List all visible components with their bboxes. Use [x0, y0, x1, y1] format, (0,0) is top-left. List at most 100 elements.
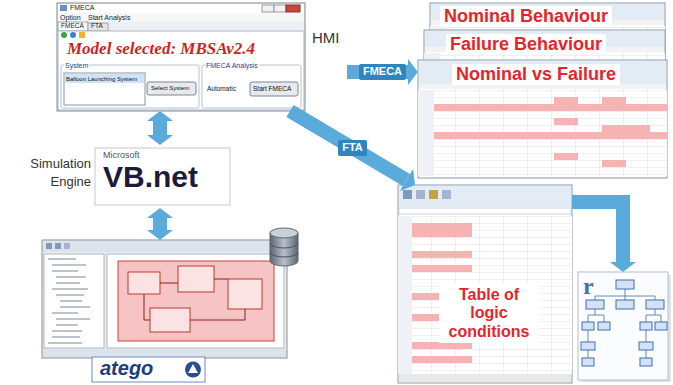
toolbar-icon — [64, 243, 70, 249]
picture-frame — [578, 272, 668, 380]
group-box — [202, 65, 301, 108]
tool-logo: atego — [100, 358, 153, 378]
sheet-title: Table of logic conditions — [439, 284, 539, 343]
block-arrow — [153, 121, 167, 135]
tree-event — [639, 342, 653, 350]
condition-cell — [412, 356, 472, 363]
condition-cell — [412, 251, 472, 258]
canvas-panel — [107, 254, 284, 348]
toolbar-icon — [61, 32, 67, 38]
sheet-frame — [418, 60, 667, 178]
ribbon-icon — [403, 190, 412, 199]
button-label: Select System — [151, 85, 189, 91]
failure-cell — [554, 153, 578, 160]
tree-event — [616, 300, 634, 309]
sheet-title: Nominal Behaviour — [440, 6, 612, 27]
tree-lines — [48, 259, 90, 343]
cell-grid — [412, 216, 572, 374]
group-caption: FMECA Analysis — [205, 62, 259, 69]
tree-event — [586, 300, 604, 309]
menu-item: Option — [60, 14, 81, 21]
tree-event — [640, 358, 652, 366]
tab — [58, 22, 88, 31]
row-header — [418, 90, 434, 176]
window-title: FMECA — [70, 4, 95, 11]
formula-bar — [419, 84, 666, 89]
list-item: Balloon Launching System — [66, 76, 137, 82]
tree-event — [646, 300, 664, 309]
tree-panel — [44, 254, 104, 348]
fta-spreadsheet — [398, 185, 572, 383]
tree-event — [640, 322, 652, 330]
failure-row — [434, 104, 667, 111]
simulation-engine: Simulation EngineMicrosoftVB.net — [15, 145, 233, 208]
toolbar-icon — [70, 32, 76, 38]
modeling-tool: atego — [42, 240, 287, 384]
toolbar — [43, 241, 286, 252]
hmi-caption: HMI — [312, 29, 340, 46]
tree-event — [581, 342, 595, 350]
product-logo: VB.net — [103, 160, 198, 193]
window-frame — [42, 240, 287, 358]
tab-label: FTA — [91, 23, 103, 30]
row-header — [398, 216, 412, 374]
group-caption: System — [64, 62, 89, 69]
ribbon-icon — [416, 190, 425, 199]
list-selection — [65, 74, 144, 83]
toolbar-icon — [79, 32, 85, 38]
tree-event — [582, 358, 594, 366]
list-box — [64, 73, 145, 105]
block-wires — [144, 279, 245, 320]
arrow-label: FTA — [338, 140, 367, 155]
condition-cell — [412, 265, 472, 272]
database-icon — [270, 228, 298, 266]
close-button — [286, 5, 300, 12]
block-diagram — [118, 261, 274, 341]
model-title: Model selected: MBSAv2.4 — [67, 39, 255, 59]
failure-cell — [602, 97, 626, 104]
menu-item: Start Analysis — [88, 14, 130, 21]
hmi-window-frame — [57, 3, 305, 111]
database-top — [270, 228, 298, 238]
tab-label: FMECA — [61, 23, 84, 30]
block-arrow — [290, 111, 406, 180]
fmeca-spreadsheets — [418, 3, 667, 178]
ribbon — [399, 186, 571, 207]
sheet-frame — [398, 185, 572, 383]
block — [178, 266, 214, 292]
fta-sheet: Table of logic conditions — [398, 185, 572, 383]
condition-cell — [412, 230, 472, 237]
block-arrow — [572, 202, 623, 262]
failure-cell — [602, 125, 650, 132]
tab — [88, 23, 108, 31]
ribbon-icon — [442, 190, 451, 199]
modeling-tool-screenshot — [42, 240, 287, 358]
block-arrow — [347, 65, 408, 79]
menu-bar — [58, 13, 304, 22]
connectors — [160, 72, 623, 262]
failure-cell — [554, 118, 578, 125]
failure-cell — [602, 160, 626, 167]
formula-bar — [399, 208, 571, 214]
window-button — [274, 5, 286, 12]
option-label: Automatic — [207, 86, 236, 93]
block — [150, 308, 190, 332]
failure-cell — [554, 97, 578, 104]
ribbon — [419, 61, 666, 84]
group-box — [61, 65, 199, 108]
window-icon — [60, 5, 67, 11]
tree-event — [582, 322, 594, 330]
ribbon-icon — [429, 190, 438, 199]
button-label: Start FMECA — [253, 86, 291, 93]
arrow-label: FMECA — [359, 64, 406, 79]
title-bar — [58, 4, 304, 13]
window-frame — [57, 3, 305, 111]
fault-tree-picture — [578, 272, 671, 382]
status-bar — [43, 349, 286, 357]
database-bands — [270, 243, 298, 257]
toolbar-icon — [46, 243, 52, 249]
tree-event — [616, 280, 634, 289]
sheet-title: Nominal vs Failure — [452, 64, 620, 85]
vendor-name: Microsoft — [103, 150, 140, 160]
